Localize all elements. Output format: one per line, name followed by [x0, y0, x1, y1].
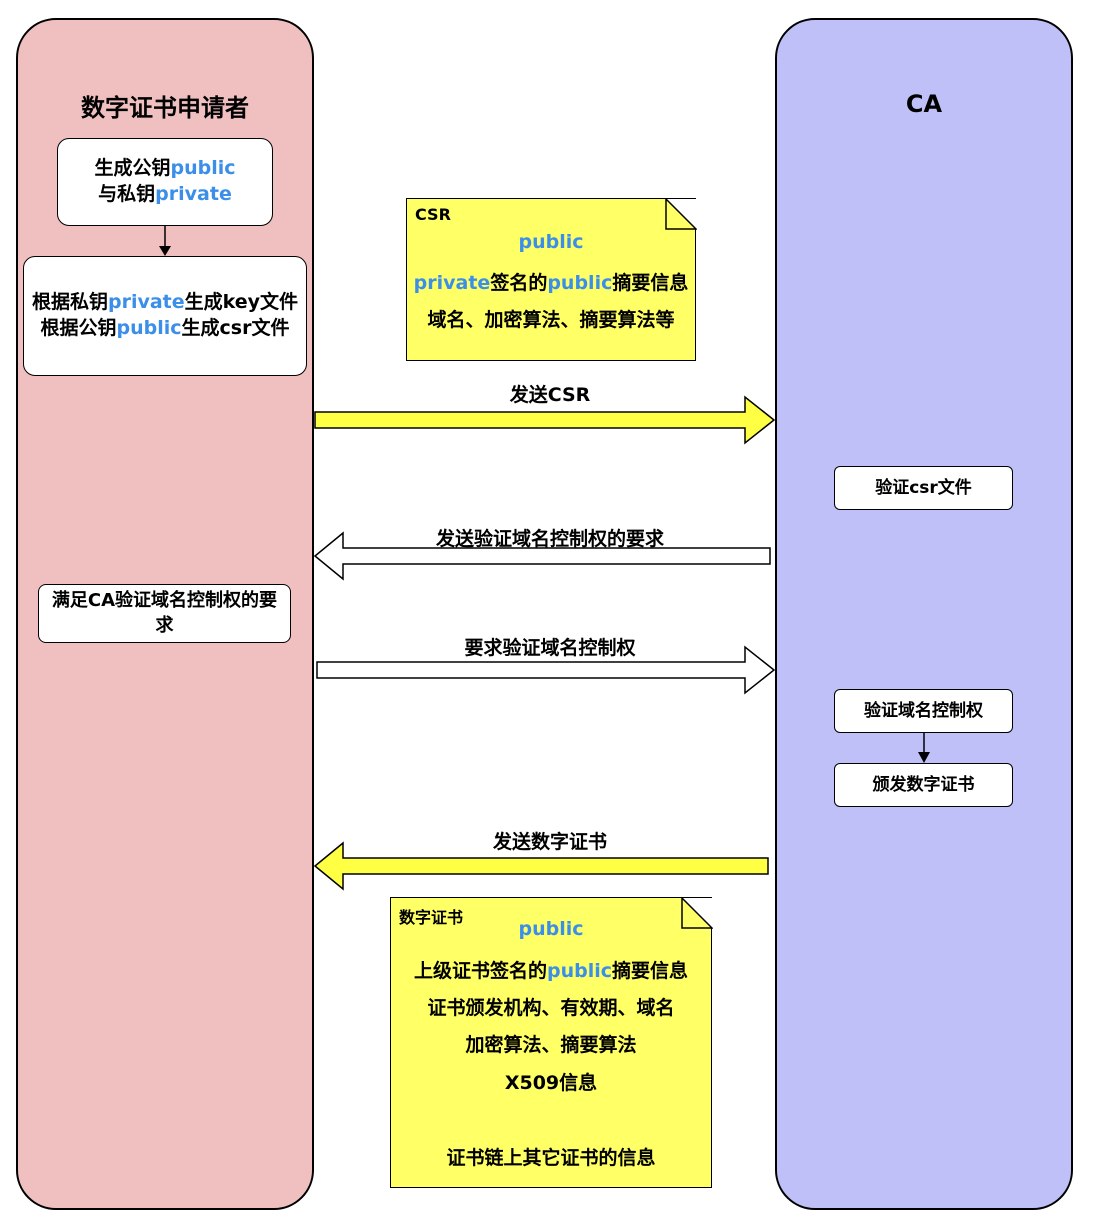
csr-file-text: 生成csr文件 — [181, 317, 290, 339]
cert-note-fold — [680, 896, 713, 929]
and-private-text: 与私钥 — [98, 183, 156, 205]
cert-note-title: 数字证书 — [399, 908, 464, 927]
applicant-lane-title: 数字证书申请者 — [81, 94, 249, 122]
cert-x509-line: X509信息 — [504, 1072, 598, 1094]
require-verify-arrow — [316, 645, 776, 695]
csr-note-title: CSR — [415, 205, 451, 224]
send-csr-arrow — [314, 395, 776, 445]
by-public-text: 根据公钥 — [40, 317, 117, 339]
key-file-text: 生成key文件 — [184, 291, 299, 314]
cert-digest-text: 摘要信息 — [612, 960, 689, 982]
public-key-term: public — [170, 157, 236, 180]
csr-algorithms-line: 域名、加密算法、摘要算法等 — [427, 309, 675, 331]
send-cert-label: 发送数字证书 — [492, 831, 607, 853]
require-verify-label: 要求验证域名控制权 — [464, 637, 636, 659]
csr-public-line: public — [518, 231, 584, 253]
generate-keys-box: 生成公钥public 与私钥private — [57, 138, 273, 226]
cert-signature-line: 上级证书签名的public摘要信息 — [391, 956, 711, 983]
by-private-text: 根据私钥 — [31, 291, 108, 314]
verify-csr-text: 验证csr文件 — [875, 477, 972, 498]
cert-chain-line: 证书链上其它证书的信息 — [446, 1147, 656, 1169]
generate-files-box: 根据私钥private生成key文件 根据公钥public生成csr文件 — [23, 256, 307, 376]
csr-public-term: public — [547, 272, 613, 294]
generate-keys-text: 生成公钥 — [94, 157, 171, 180]
request-domain-verify-arrow — [313, 531, 771, 581]
private-term: private — [107, 291, 185, 314]
ca-lane-title: CA — [905, 90, 943, 118]
request-domain-verify-label: 发送验证域名控制权的要求 — [435, 528, 664, 550]
verify-csr-box: 验证csr文件 — [834, 466, 1013, 510]
verify-domain-text: 验证域名控制权 — [864, 700, 983, 721]
meet-domain-requirement-text: 满足CA验证域名控制权的要求 — [51, 590, 278, 636]
csr-digest-text: 摘要信息 — [612, 272, 689, 294]
keys-to-files-arrowhead — [159, 246, 171, 256]
verify-to-issue-arrowhead — [918, 752, 930, 763]
verify-domain-box: 验证域名控制权 — [834, 689, 1013, 733]
issue-cert-text: 颁发数字证书 — [872, 774, 975, 795]
cert-signed-text: 上级证书签名的 — [413, 960, 547, 982]
cert-algorithms-line: 加密算法、摘要算法 — [465, 1034, 637, 1056]
cert-public-line: public — [518, 918, 584, 940]
csr-private-term: private — [413, 272, 491, 294]
ca-lane: CA — [775, 18, 1073, 1210]
send-csr-label: 发送CSR — [509, 384, 591, 406]
cert-public-term: public — [546, 960, 612, 982]
send-cert-arrow — [313, 841, 769, 891]
csr-note-fold — [664, 197, 697, 230]
private-key-term: private — [155, 183, 232, 205]
csr-note: CSR public private签名的public摘要信息 域名、加密算法、… — [406, 197, 697, 361]
csr-signed-text: 签名的 — [490, 272, 548, 294]
cert-note: 数字证书 public 上级证书签名的public摘要信息 证书颁发机构、有效期… — [390, 896, 713, 1188]
cert-issuer-line: 证书颁发机构、有效期、域名 — [427, 997, 675, 1019]
meet-domain-requirement-box: 满足CA验证域名控制权的要求 — [38, 584, 291, 643]
public-term: public — [116, 317, 182, 339]
issue-cert-box: 颁发数字证书 — [834, 763, 1013, 807]
csr-signature-line: private签名的public摘要信息 — [407, 268, 695, 295]
